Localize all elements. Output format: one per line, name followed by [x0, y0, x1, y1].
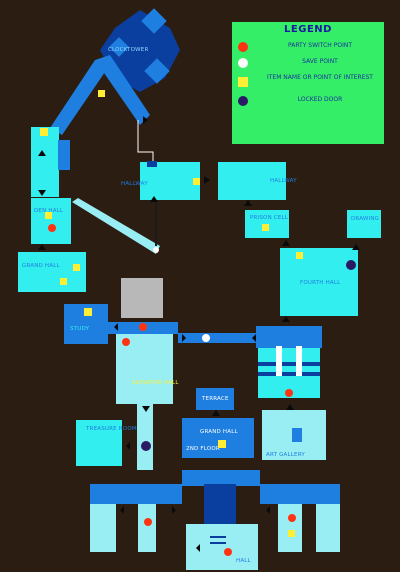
hallway-left-room	[140, 162, 200, 200]
legend-label: ITEM NAME OR POINT OF INTEREST	[267, 74, 373, 81]
legend-label: LOCKED DOOR	[297, 96, 343, 103]
item-marker	[288, 530, 295, 537]
grand-hall-center-label: GRAND HALL	[200, 429, 238, 435]
bottom-hall-label: HALL	[236, 558, 252, 564]
clocktower-label: CLOCKTOWER	[108, 47, 148, 53]
prison-cell-label: PRISON CELL	[250, 215, 289, 221]
party-switch-marker	[122, 338, 130, 346]
hallway-right-room	[218, 162, 286, 200]
diagonal-corridor	[72, 198, 160, 254]
bottom-right-wing	[260, 484, 340, 504]
grand-hall-left-label: GRAND HALL	[22, 263, 60, 269]
save-point-marker	[202, 334, 210, 342]
fourth-hall-room	[280, 248, 358, 316]
bottom-left-block	[90, 504, 116, 552]
bottom-center-corridor	[182, 470, 260, 486]
purple-circle-icon	[238, 96, 248, 106]
left-room-label: DEN HALL	[34, 208, 64, 214]
map-legend: LEGEND PARTY SWITCH POINT SAVE POINT ITE…	[232, 22, 384, 144]
item-marker	[45, 212, 52, 219]
legend-item-point-of-interest: ITEM NAME OR POINT OF INTEREST	[238, 74, 382, 98]
bottom-left-block-2	[138, 504, 156, 552]
hallway-left-door	[147, 161, 157, 167]
east-block-stripe	[258, 362, 320, 366]
treasure-room	[76, 420, 122, 466]
party-switch-marker	[144, 518, 152, 526]
east-pillar	[276, 346, 282, 376]
legend-item-save-point: SAVE POINT	[238, 58, 382, 76]
item-marker	[73, 264, 80, 271]
party-switch-marker	[139, 323, 147, 331]
east-pillar	[296, 346, 302, 376]
bottom-left-wing	[90, 484, 182, 504]
party-switch-marker	[288, 514, 296, 522]
left-tower-room	[31, 127, 59, 197]
clocktower-corridor	[95, 55, 150, 125]
left-tower-stairs	[58, 140, 70, 170]
treasure-corridor	[137, 404, 153, 470]
west-room-label: STUDY	[70, 326, 90, 332]
item-marker	[40, 128, 48, 136]
terrace-label: TERRACE	[201, 396, 229, 402]
connector-line	[137, 120, 154, 162]
treasure-room-label: TREASURE ROOM	[85, 426, 137, 432]
left-room	[31, 198, 71, 244]
legend-label: PARTY SWITCH POINT	[287, 42, 352, 49]
clocktower-corridor-left	[50, 60, 105, 135]
item-marker	[84, 308, 92, 316]
item-marker	[218, 440, 226, 448]
grand-hall-left-room	[18, 252, 86, 292]
item-marker	[193, 178, 200, 185]
party-switch-marker	[285, 389, 293, 397]
drawing-label: DRAWING	[351, 216, 379, 222]
bottom-hall-step	[210, 542, 226, 544]
hallway-left-label: HALLWAY	[121, 181, 148, 187]
item-marker	[262, 224, 269, 231]
east-corridor	[256, 326, 322, 348]
legend-item-locked-door: LOCKED DOOR	[238, 96, 382, 114]
grand-hall-center-room	[182, 418, 254, 458]
hallway-right-label: HALLWAY	[270, 178, 297, 184]
white-dot-icon	[238, 58, 248, 68]
bottom-hall-step	[210, 536, 226, 538]
yellow-square-icon	[238, 77, 248, 87]
fourth-hall-label: FOURTH HALL	[300, 280, 341, 286]
party-switch-marker	[48, 224, 56, 232]
elevator-hall-label: ELEVATOR HALL	[132, 380, 179, 386]
legend-label: SAVE POINT	[302, 58, 338, 65]
unexplored-room	[121, 278, 163, 318]
locked-door-marker	[141, 441, 151, 451]
save-point-marker	[153, 247, 159, 253]
vertical-link	[155, 200, 157, 246]
east-block-stripe	[258, 372, 320, 376]
locked-door-marker	[346, 260, 356, 270]
bottom-right-block	[278, 504, 302, 552]
item-marker	[296, 252, 303, 259]
art-gallery-door	[292, 428, 302, 442]
bottom-center-stairs	[204, 484, 236, 524]
main-corridor-right	[178, 333, 256, 343]
door-arrows	[38, 116, 360, 552]
art-gallery-label: ART GALLERY	[266, 452, 305, 458]
party-switch-marker	[224, 548, 232, 556]
grand-hall-center-sub-label: 2ND FLOOR	[186, 446, 220, 452]
red-dot-icon	[238, 42, 248, 52]
terrace-room	[196, 388, 234, 410]
legend-item-party-switch: PARTY SWITCH POINT	[238, 42, 382, 60]
legend-title: LEGEND	[284, 24, 332, 35]
item-marker	[98, 90, 105, 97]
drawing-room	[347, 210, 381, 238]
item-marker	[60, 278, 67, 285]
bottom-right-block-2	[316, 504, 340, 552]
